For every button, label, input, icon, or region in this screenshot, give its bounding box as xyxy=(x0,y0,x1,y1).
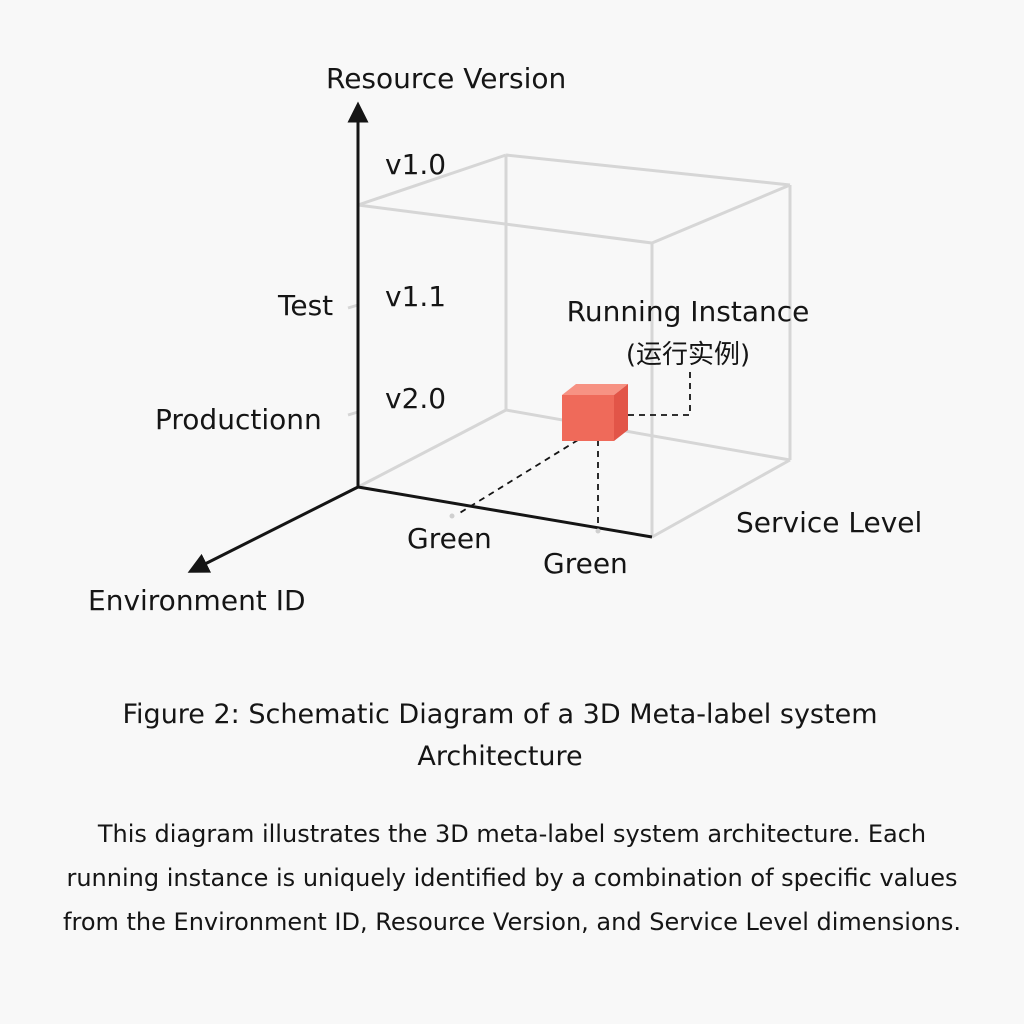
axes xyxy=(187,101,653,573)
version-label: v1.0 xyxy=(385,148,446,181)
service-level-label: Green xyxy=(543,547,628,580)
cube-side-face xyxy=(614,384,628,441)
service-level-axis-label: Service Level xyxy=(736,506,922,539)
cube-top-face xyxy=(562,384,628,395)
figure-description: This diagram illustrates the 3D meta-lab… xyxy=(63,820,961,936)
running-instance-label: Running Instance xyxy=(567,295,810,328)
cube-edge xyxy=(505,408,791,462)
environment-id-axis-label: Environment ID xyxy=(88,584,306,617)
projection-line xyxy=(457,439,579,515)
version-label: v1.1 xyxy=(385,280,446,313)
service-level-label: Green xyxy=(407,522,492,555)
version-label: v2.0 xyxy=(385,382,446,415)
tick-dot xyxy=(595,528,601,534)
environment-label: Productionn xyxy=(155,403,322,436)
cube-edge xyxy=(505,153,791,187)
service-level-axis xyxy=(357,485,653,539)
cube-edge xyxy=(651,183,791,245)
cube-front-face xyxy=(562,395,614,441)
environment-id-axis xyxy=(187,485,359,573)
tick-dot xyxy=(449,513,455,519)
projection-lines xyxy=(457,368,691,528)
resource-version-axis-label: Resource Version xyxy=(326,62,566,95)
tick-mark xyxy=(347,410,359,417)
cube-edge xyxy=(651,458,791,539)
environment-label: Test xyxy=(277,289,333,322)
cube-edge xyxy=(357,408,507,489)
running-instance-cube xyxy=(562,384,628,441)
figure-caption: Figure 2: Schematic Diagram of a 3D Meta… xyxy=(122,699,878,772)
running-instance-label-zh: (运行实例) xyxy=(626,340,750,370)
cube-edge xyxy=(357,153,507,207)
tick-mark xyxy=(347,303,359,310)
wireframe-cube xyxy=(347,153,792,539)
label-leader-line xyxy=(628,368,691,416)
